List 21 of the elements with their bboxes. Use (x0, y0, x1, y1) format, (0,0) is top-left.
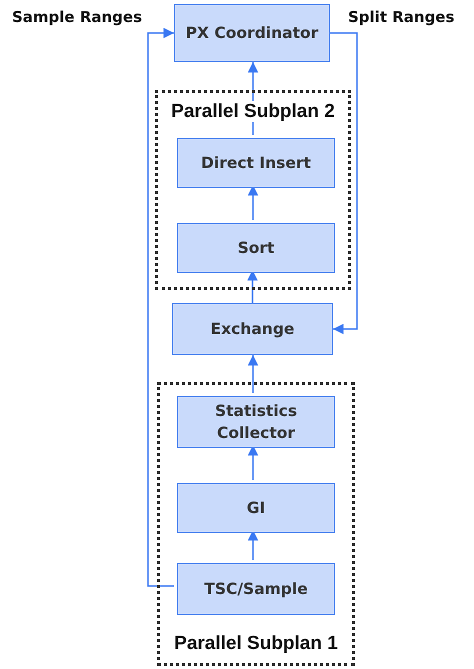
process-box (177, 396, 335, 448)
process-box (177, 138, 335, 188)
process-box (172, 303, 333, 355)
process-box (177, 483, 335, 533)
edge-label: Split Ranges (348, 8, 454, 26)
process-box (177, 223, 335, 273)
arrow (330, 32, 358, 334)
arrow (248, 355, 258, 393)
arrow (147, 28, 174, 587)
dotted-group-frame (157, 382, 355, 666)
dotted-group-frame (155, 90, 351, 290)
box-label: GI (246, 498, 266, 519)
box-label: PX Coordinator (186, 23, 318, 44)
box-label: TSC/Sample (204, 579, 308, 600)
box-label: Exchange (210, 319, 294, 340)
process-box (177, 563, 335, 615)
edge-label: Sample Ranges (12, 8, 142, 26)
box-label: Statistics Collector (214, 401, 298, 444)
process-box (174, 4, 330, 62)
box-label: Direct Insert (201, 153, 311, 174)
box-label: Sort (238, 238, 274, 259)
